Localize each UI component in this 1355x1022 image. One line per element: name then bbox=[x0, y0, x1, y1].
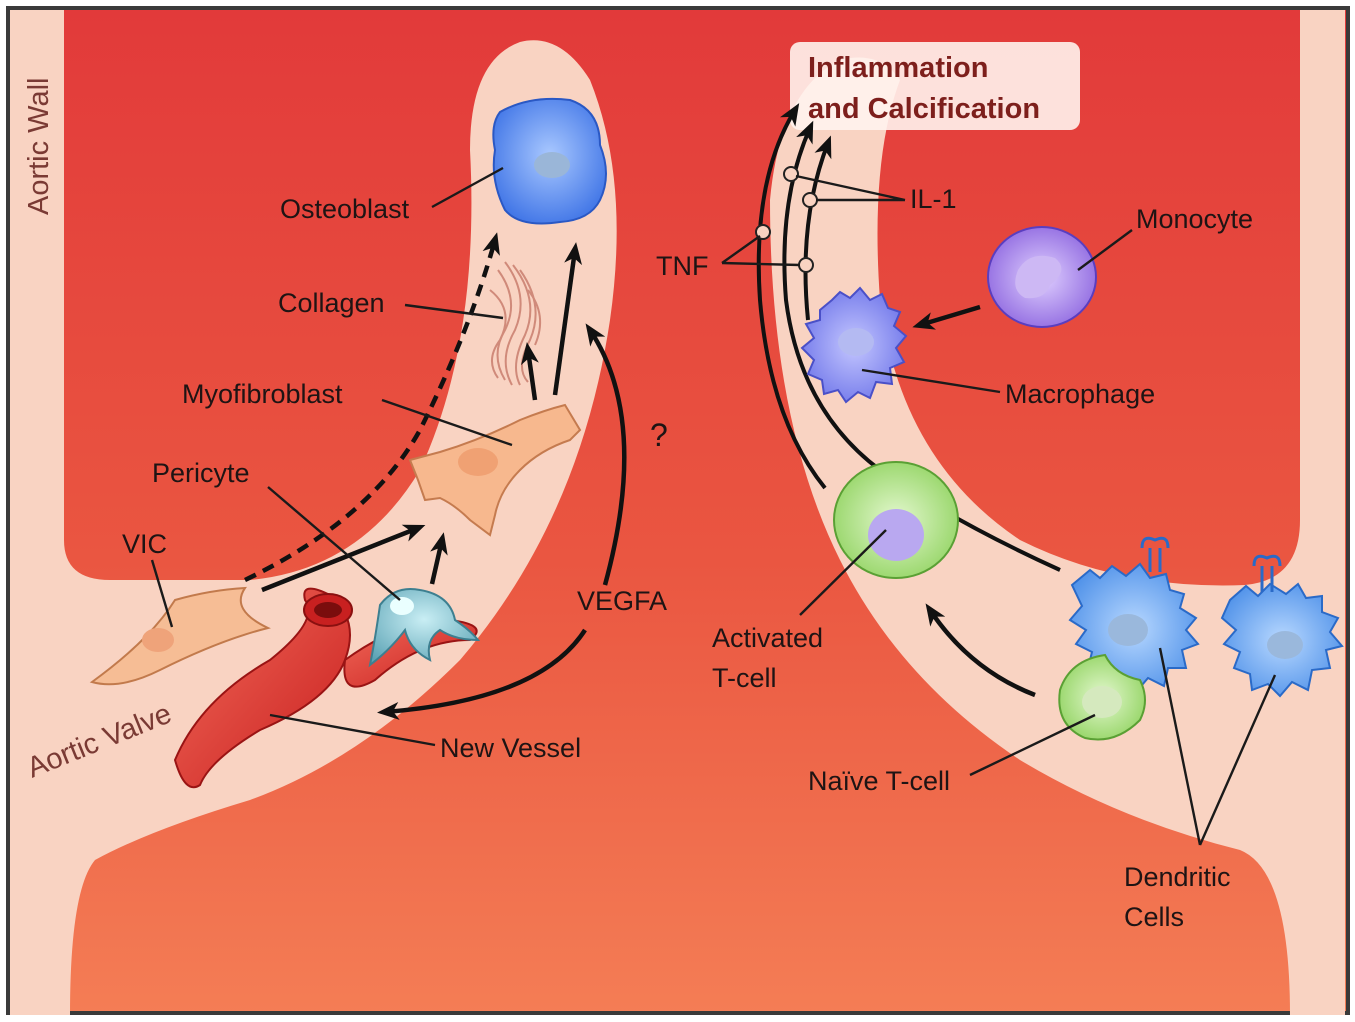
tnf-label: TNF bbox=[656, 251, 708, 281]
activated-tcell-label-line-1: Activated bbox=[712, 623, 823, 653]
osteoblast-label: Osteoblast bbox=[280, 194, 410, 224]
dendritic-label-line-2: Cells bbox=[1124, 902, 1184, 932]
vic-label: VIC bbox=[122, 529, 167, 559]
title-line-1: Inflammation bbox=[808, 52, 988, 84]
pericyte-label: Pericyte bbox=[152, 458, 250, 488]
tnf-marker-2 bbox=[799, 258, 813, 272]
myofibroblast-label: Myofibroblast bbox=[182, 379, 343, 409]
il1-label: IL-1 bbox=[910, 184, 957, 214]
il1-marker-2 bbox=[803, 193, 817, 207]
title-line-2: and Calcification bbox=[808, 93, 1040, 125]
activated-tcell bbox=[834, 462, 958, 578]
osteoblast-cell bbox=[493, 99, 606, 224]
aortic-wall-label: Aortic Wall bbox=[23, 78, 55, 216]
monocyte-cell bbox=[988, 227, 1096, 327]
macrophage-label: Macrophage bbox=[1005, 379, 1155, 409]
vegfa-label: VEGFA bbox=[577, 586, 667, 616]
naive-tcell-label: Naïve T-cell bbox=[808, 766, 950, 796]
activated-tcell-label-line-2: T-cell bbox=[712, 663, 777, 693]
dendritic-label-line-1: Dendritic bbox=[1124, 862, 1231, 892]
il1-marker-1 bbox=[784, 167, 798, 181]
monocyte-label: Monocyte bbox=[1136, 204, 1253, 234]
question-mark-label: ? bbox=[650, 417, 668, 453]
new-vessel-label: New Vessel bbox=[440, 733, 581, 763]
collagen-label: Collagen bbox=[278, 288, 385, 318]
